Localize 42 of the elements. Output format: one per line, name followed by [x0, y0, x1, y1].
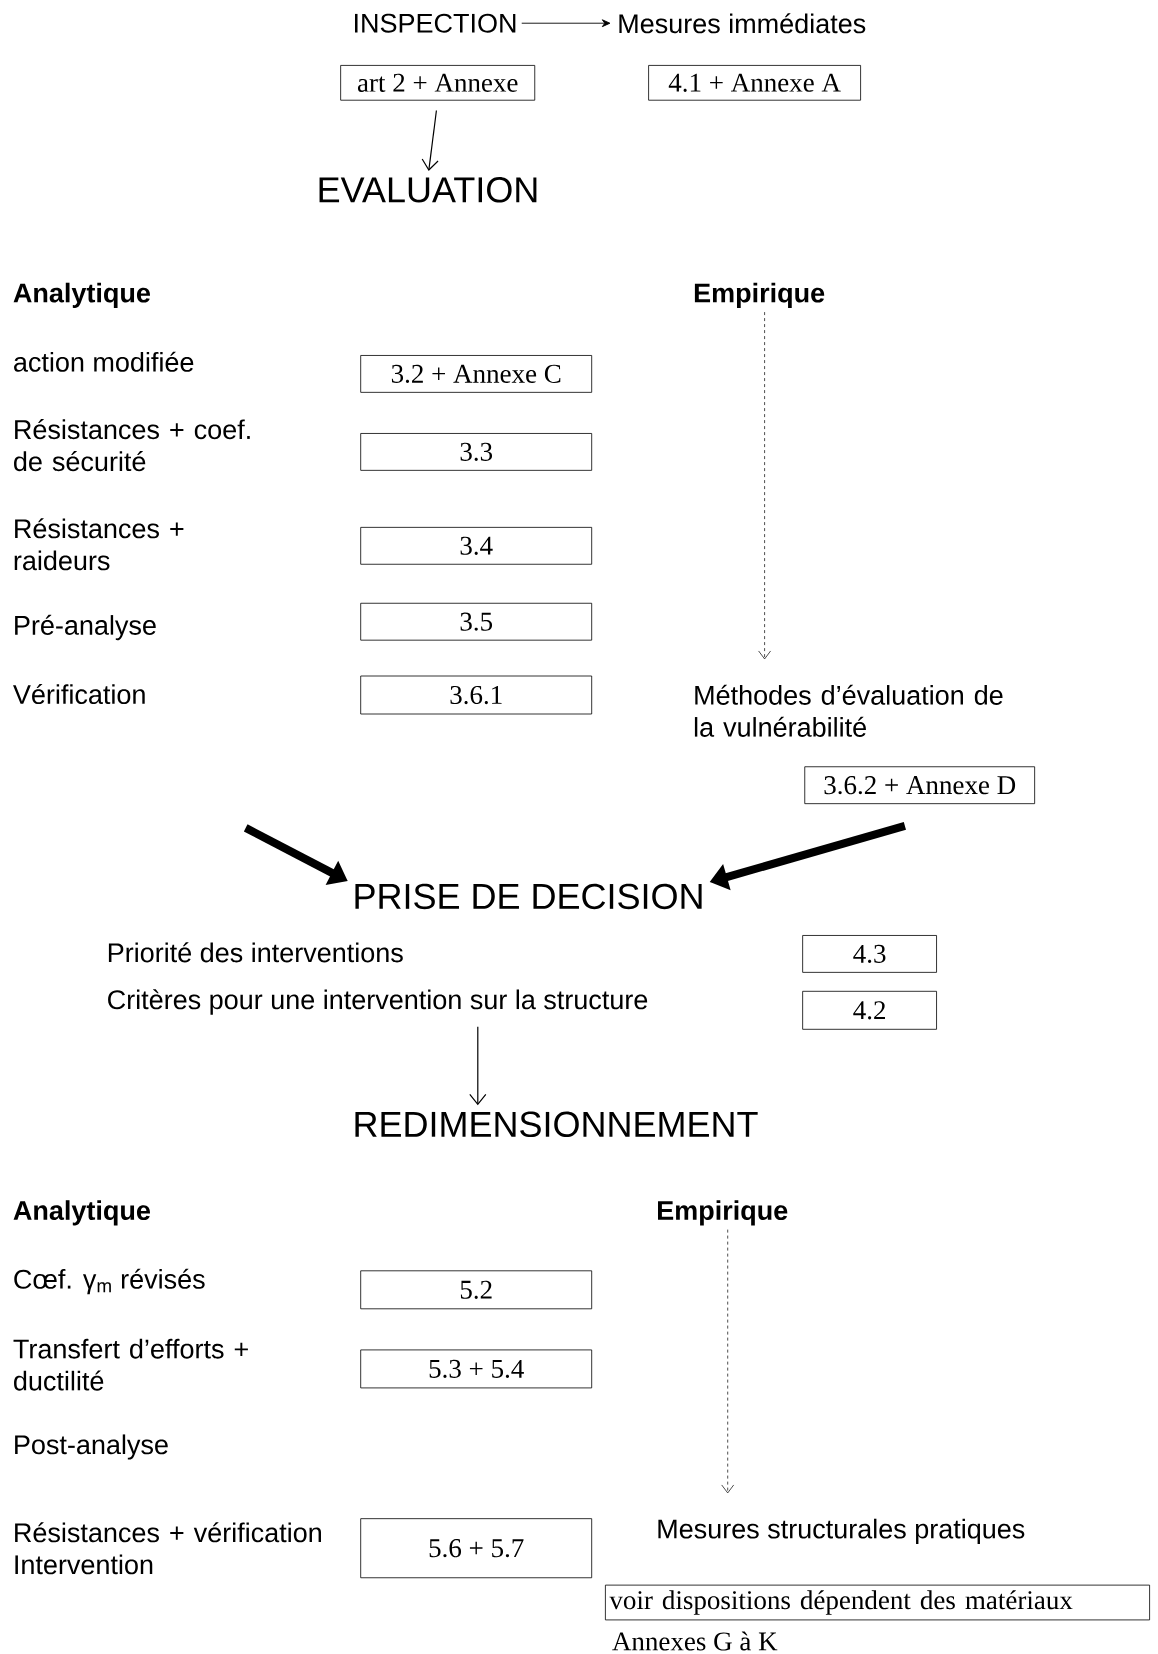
- reference-box: voir dispositions dépendent des matériaux: [605, 1584, 1150, 1621]
- reference-box: 3.5: [360, 602, 593, 641]
- section-heading: REDIMENSIONNEMENT: [355, 1111, 758, 1138]
- reference-box: 4.1 + Annexe A: [648, 65, 861, 101]
- step-heading: Mesures immédiates: [619, 13, 866, 34]
- section-heading: EVALUATION: [319, 177, 537, 203]
- reference-box: 3.6.1: [360, 675, 593, 715]
- arrow: [421, 109, 439, 171]
- row-label: Post-analyse: [15, 1434, 168, 1460]
- row-label: action modifiée: [14, 351, 194, 372]
- reference-box: 3.2 + Annexe C: [360, 355, 593, 393]
- reference-box: 3.3: [360, 433, 593, 471]
- arrow: [758, 311, 771, 660]
- arrow: [469, 1026, 487, 1106]
- arrow: [721, 1229, 735, 1494]
- column-heading: Analytique: [13, 1200, 150, 1226]
- reference-box: 4.2: [802, 990, 937, 1030]
- row-label: Résistances + raideurs: [14, 518, 184, 571]
- column-heading: Empirique: [694, 282, 825, 308]
- row-label: Cœf. γ$_{m}$ révisés: [14, 1268, 205, 1295]
- reference-box: 3.4: [360, 526, 593, 565]
- row-label: Priorité des interventions: [108, 942, 403, 963]
- row-label: Pré-analyse: [15, 614, 156, 641]
- section-heading: PRISE DE DECISION: [355, 883, 702, 910]
- step-heading: INSPECTION: [355, 13, 516, 33]
- reference-box: 5.6 + 5.7: [360, 1518, 593, 1579]
- reference-box: 4.3: [802, 935, 937, 973]
- row-label: Transfert d’efforts + ductilité: [13, 1338, 248, 1391]
- column-heading: Analytique: [13, 282, 150, 308]
- reference-box: 5.2: [360, 1270, 593, 1310]
- annex-note: Annexes G à K: [612, 1631, 778, 1651]
- method-text: Méthodes d’évaluation de la vulnérabilité: [694, 684, 1003, 737]
- reference-box: 3.6.2 + Annexe D: [804, 766, 1036, 805]
- reference-box: art 2 + Annexe: [340, 65, 536, 101]
- method-text: Mesures structurales pratiques: [658, 1518, 1025, 1544]
- arrow: [521, 19, 611, 28]
- row-label: Vérification: [13, 683, 145, 705]
- criteria-text: Critères pour une intervention sur la structure: [108, 989, 648, 1015]
- row-label: Résistances + vérification Intervention: [15, 1522, 321, 1575]
- reference-box: 5.3 + 5.4: [360, 1349, 593, 1389]
- row-label: Résistances + coef. de sécurité: [14, 419, 250, 472]
- column-heading: Empirique: [658, 1200, 788, 1226]
